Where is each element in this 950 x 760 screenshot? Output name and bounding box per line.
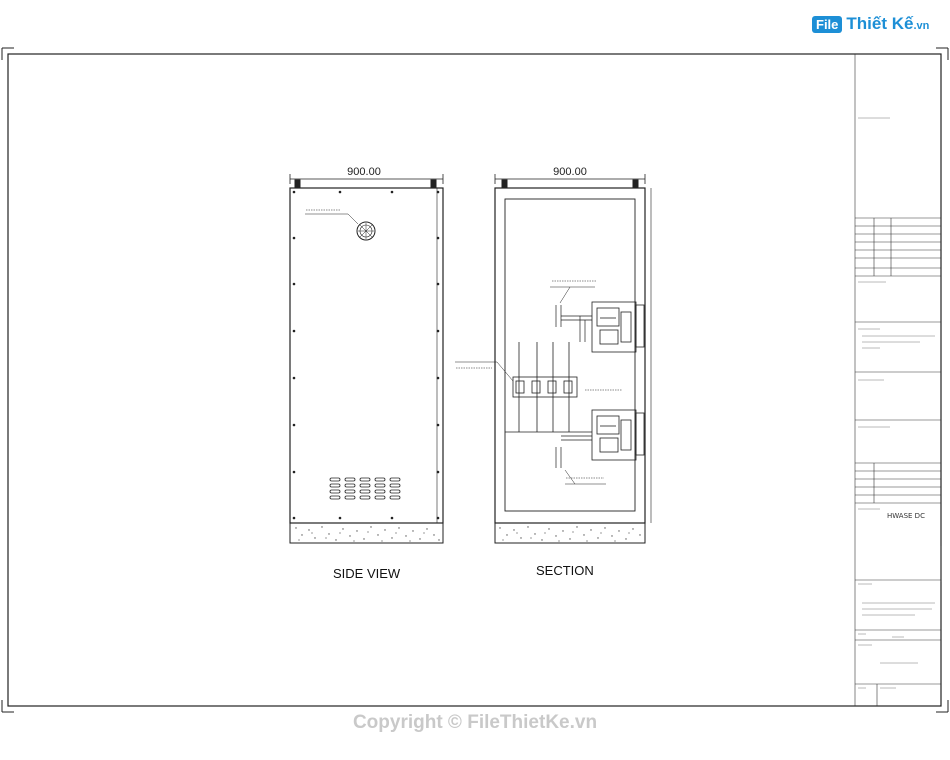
title-block — [854, 54, 942, 706]
mounting-plate — [504, 198, 636, 512]
section-plinth — [494, 522, 646, 544]
lifting-eye — [430, 179, 437, 188]
title-block-notes — [858, 117, 935, 689]
side-dimension-text: 900.00 — [347, 166, 381, 178]
cooling-fan — [356, 221, 376, 241]
lower-device — [591, 409, 645, 461]
side-view-label: SIDE VIEW — [333, 566, 401, 581]
section-dimension-text: 900.00 — [553, 166, 587, 178]
lifting-eye — [294, 179, 301, 188]
filethietke-logo: File Thiết Kế.vn — [812, 14, 929, 34]
side-cabinet-body — [289, 187, 444, 524]
section-view-drawing — [455, 174, 652, 544]
logo-text: Thiết Kế.vn — [846, 14, 930, 33]
section-plinth-hatch — [499, 526, 641, 542]
title-block-company-mark: HWASE DC — [887, 512, 925, 520]
upper-cable — [555, 305, 592, 342]
upper-device — [591, 301, 645, 353]
logo-box: File — [812, 15, 843, 33]
busbar-assembly — [505, 342, 592, 433]
section-cabinet-body — [494, 187, 646, 524]
section-view-label: SECTION — [536, 563, 594, 578]
side-plinth-hatch — [295, 526, 440, 542]
lifting-eye — [501, 179, 508, 188]
ventilation-louvres — [329, 477, 401, 500]
copyright-watermark: Copyright © FileThietKe.vn — [352, 712, 598, 733]
side-panel-bolts — [292, 190, 440, 520]
side-plinth — [289, 522, 444, 544]
crop-marks — [1, 47, 949, 713]
side-view-drawing — [289, 174, 444, 544]
lifting-eye — [632, 179, 639, 188]
drawing-frame — [7, 53, 942, 707]
lower-cable — [555, 435, 592, 468]
